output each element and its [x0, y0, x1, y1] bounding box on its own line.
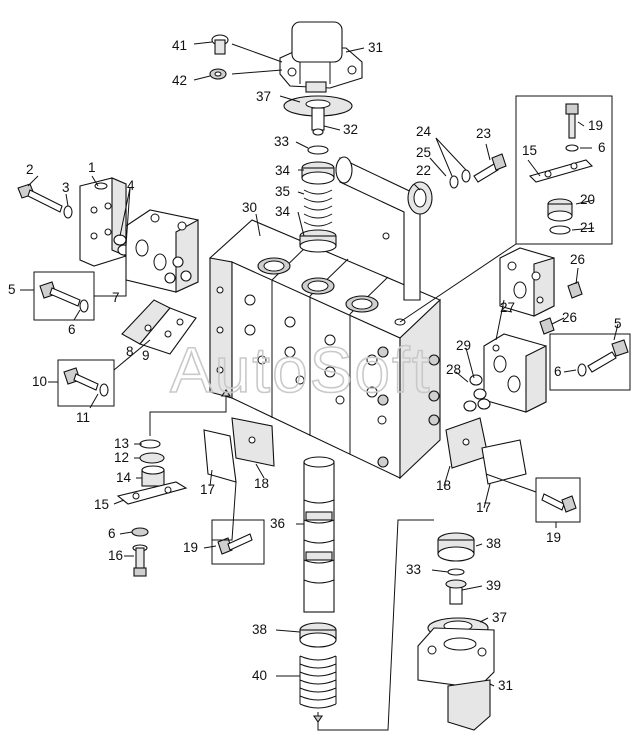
callout-24: 24 — [416, 124, 432, 139]
callout-11: 11 — [76, 410, 90, 425]
spool-part-36 — [303, 456, 335, 613]
callout-16: 16 — [108, 548, 123, 563]
callout-labels: 41 42 31 37 32 33 34 35 34 30 1 2 3 4 5 … — [8, 38, 622, 693]
callout-10: 10 — [32, 374, 47, 389]
callout-23: 23 — [476, 126, 491, 141]
callout-42: 42 — [172, 73, 187, 88]
callout-21: 21 — [580, 220, 595, 235]
callout-20: 20 — [580, 192, 595, 207]
callout-37-bottom: 37 — [492, 610, 507, 625]
bolt-part-23 — [449, 153, 507, 189]
bolt-part-2 — [17, 183, 73, 219]
callout-19-right: 19 — [546, 530, 561, 545]
callout-26-a: 26 — [570, 252, 585, 267]
bottom-actuator-group — [417, 532, 495, 731]
callout-18-right: 18 — [436, 478, 451, 493]
parts-box-right-top — [515, 95, 613, 245]
callout-40: 40 — [252, 668, 267, 683]
callout-39: 39 — [486, 578, 501, 593]
callout-19-top: 19 — [588, 118, 603, 133]
bolt-part-26 — [539, 281, 583, 335]
valve-head-part-7 — [125, 209, 199, 293]
bolt-box-left-5-6 — [33, 271, 95, 321]
screw-41 — [209, 34, 229, 80]
callout-19-left: 19 — [183, 540, 198, 555]
callout-37-top: 37 — [256, 89, 271, 104]
top-actuator-part-31 — [279, 21, 363, 93]
callout-15-right: 15 — [522, 143, 537, 158]
spring-part-40 — [299, 655, 337, 709]
callout-3: 3 — [62, 180, 70, 195]
callout-2: 2 — [26, 162, 34, 177]
callout-28: 28 — [446, 362, 461, 377]
callout-33-top: 33 — [274, 134, 289, 149]
gaskets-part-8-9 — [121, 299, 197, 355]
callout-18-left: 18 — [254, 476, 269, 491]
callout-6-top: 6 — [598, 140, 606, 155]
callout-14: 14 — [116, 470, 132, 485]
callout-8: 8 — [126, 344, 134, 359]
gaskets-right-17-18 — [445, 417, 581, 523]
callout-26-b: 26 — [562, 310, 577, 325]
valve-head-part-27 — [499, 247, 555, 317]
callout-6-bottom: 6 — [108, 526, 116, 541]
callout-22: 22 — [416, 163, 431, 178]
spring-stack-top — [299, 145, 337, 253]
seat-part-38-bottom — [299, 622, 337, 648]
callout-31-bottom: 31 — [498, 678, 513, 693]
callout-41: 41 — [172, 38, 187, 53]
valve-head-part-28-29 — [463, 333, 547, 413]
callout-7: 7 — [112, 290, 120, 305]
disc-part-37 — [283, 95, 353, 136]
cap-stack-left — [116, 439, 188, 577]
callout-17-left: 17 — [200, 482, 215, 497]
callout-13: 13 — [114, 436, 129, 451]
callout-12: 12 — [114, 450, 129, 465]
callout-6-left: 6 — [68, 322, 76, 337]
callout-9: 9 — [142, 348, 150, 363]
callout-15-left: 15 — [94, 497, 109, 512]
valve-body-assembly — [208, 219, 441, 480]
callout-6-right: 6 — [554, 364, 562, 379]
callout-36: 36 — [270, 516, 285, 531]
callout-32: 32 — [343, 122, 358, 137]
watermark-text: AutoSoft — [170, 334, 432, 406]
callout-17-right: 17 — [476, 500, 491, 515]
callout-35: 35 — [275, 184, 290, 199]
bolt-box-left-10-11 — [57, 359, 115, 407]
callout-30: 30 — [242, 200, 257, 215]
tube-part-22 — [335, 156, 433, 301]
callout-31-top: 31 — [368, 40, 383, 55]
callout-29: 29 — [456, 338, 471, 353]
callout-5-right: 5 — [614, 316, 622, 331]
gaskets-left-17-18 — [203, 417, 275, 565]
callout-34-a: 34 — [275, 163, 291, 178]
leader-lines — [20, 41, 619, 731]
callout-5-left: 5 — [8, 282, 16, 297]
callout-38-right: 38 — [486, 536, 501, 551]
callout-34-b: 34 — [275, 204, 291, 219]
callout-27: 27 — [500, 300, 515, 315]
callout-1: 1 — [88, 160, 96, 175]
callout-33-bottom: 33 — [406, 562, 421, 577]
bolt-box-right-5-6 — [549, 333, 631, 391]
callout-4: 4 — [127, 178, 135, 193]
callout-25: 25 — [416, 145, 431, 160]
callout-38-left: 38 — [252, 622, 267, 637]
